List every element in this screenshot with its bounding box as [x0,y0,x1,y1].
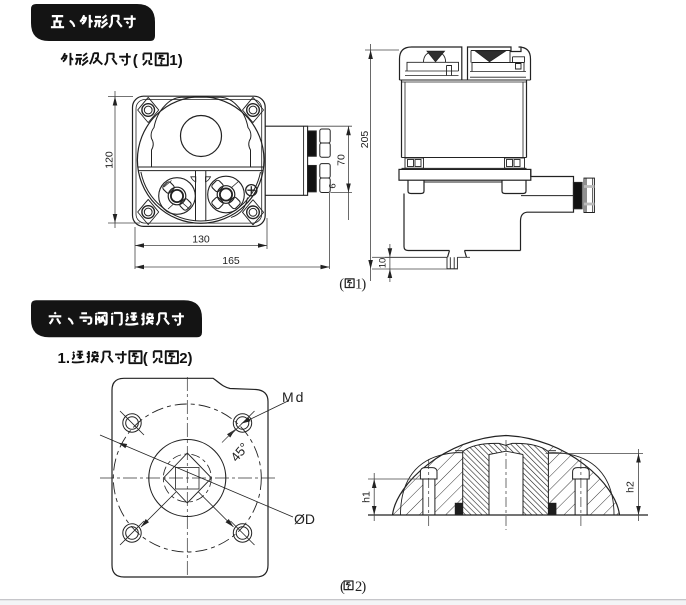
svg-text:): ) [178,52,183,69]
svg-text:): ) [361,579,366,595]
svg-text:120: 120 [104,151,116,169]
svg-text:70: 70 [336,154,348,166]
svg-text:1.: 1. [58,350,71,367]
svg-text:165: 165 [222,255,240,267]
svg-text:): ) [188,350,193,367]
svg-text:2: 2 [179,350,187,367]
svg-text:): ) [361,277,366,293]
svg-text:1: 1 [169,52,177,69]
svg-text:(: ( [143,350,148,367]
svg-text:Md: Md [282,389,305,405]
svg-text:(: ( [340,579,345,595]
svg-text:130: 130 [192,234,210,246]
svg-text:h1: h1 [361,491,373,503]
svg-text:1: 1 [355,277,362,293]
svg-text:(: ( [339,277,344,293]
svg-text:6: 6 [328,183,339,188]
svg-text:205: 205 [359,131,371,149]
svg-text:(: ( [133,52,138,69]
svg-text:2: 2 [355,579,362,595]
svg-text:10: 10 [378,258,389,269]
svg-text:ØD: ØD [294,511,315,527]
svg-text:h2: h2 [625,481,637,493]
